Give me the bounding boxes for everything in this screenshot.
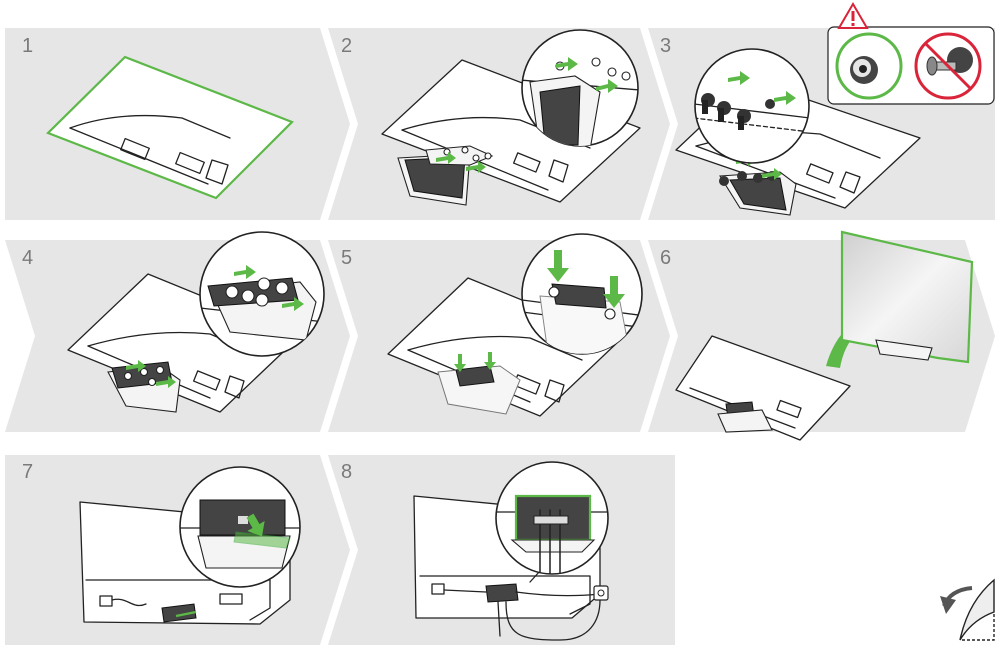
warning-triangle-icon — [837, 2, 869, 29]
step-8-illustration — [413, 461, 609, 641]
step-4-illustration — [67, 231, 325, 413]
step-number-1: 1 — [22, 35, 33, 57]
step-7-illustration — [79, 466, 301, 625]
step-number-4: 4 — [22, 247, 33, 269]
step-number-8: 8 — [341, 461, 352, 483]
correct-hole-icon — [835, 32, 903, 100]
step-number-7: 7 — [22, 461, 33, 483]
step-number-5: 5 — [341, 247, 352, 269]
step-5-illustration — [387, 233, 643, 417]
step-number-6: 6 — [660, 247, 671, 269]
step-3-zoom — [694, 48, 810, 164]
step-number-3: 3 — [660, 35, 671, 57]
step-6-illustration — [675, 230, 974, 441]
page-turn-icon[interactable] — [940, 578, 995, 641]
step-3-illustration — [675, 2, 995, 216]
power-outlet-icon — [593, 585, 609, 601]
step-number-2: 2 — [341, 35, 352, 57]
step-1-illustration — [46, 55, 294, 200]
no-screw-icon — [914, 32, 982, 100]
step-2-illustration — [381, 29, 641, 206]
